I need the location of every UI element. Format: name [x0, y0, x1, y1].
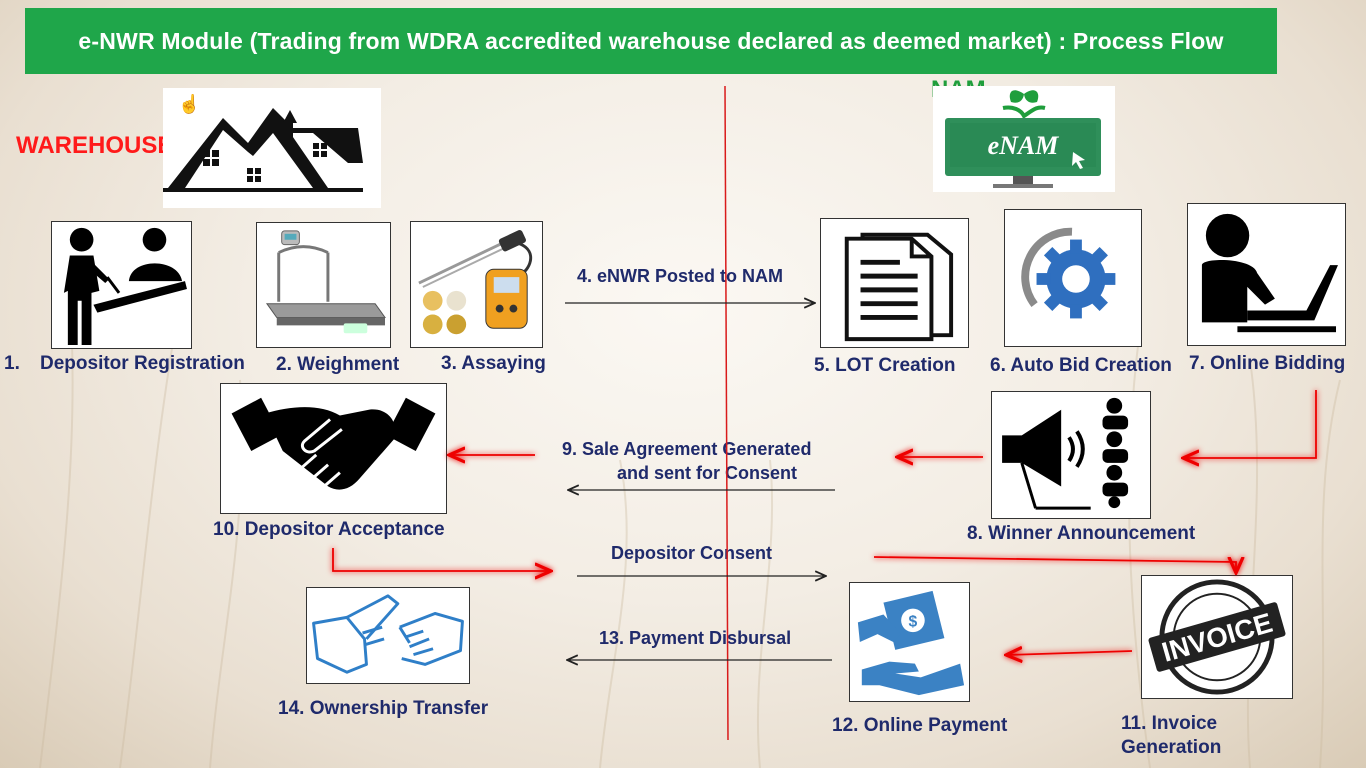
ownership-handover-icon — [306, 587, 470, 684]
step-6-label: 6. Auto Bid Creation — [990, 355, 1172, 376]
flow-4-label: 4. eNWR Posted to NAM — [577, 266, 784, 286]
step-10-label: 10. Depositor Acceptance — [213, 519, 445, 540]
megaphone-audience-icon — [991, 391, 1151, 519]
step-5-label: 5. LOT Creation — [814, 355, 956, 376]
step-1-number: 1. — [4, 353, 20, 374]
person-laptop-icon — [1187, 203, 1346, 346]
step-11-label-line2: Generation — [1121, 737, 1222, 758]
enam-monitor-icon: eNAM — [933, 86, 1115, 192]
enam-logo-text: eNAM — [988, 131, 1060, 160]
red-arrow-bidding-to-winner — [1183, 390, 1317, 458]
red-arrow-acceptance-to-consent — [332, 548, 551, 571]
flow-9-label-line2: and sent for Consent — [617, 463, 798, 483]
svg-text:$: $ — [909, 613, 918, 630]
page-title: e-NWR Module (Trading from WDRA accredit… — [25, 8, 1277, 74]
red-arrow-consent-to-invoice — [873, 556, 1236, 573]
invoice-stamp-text: INVOICE — [1158, 607, 1275, 668]
step-8-label: 8. Winner Announcement — [967, 523, 1196, 544]
step-12-label: 12. Online Payment — [832, 715, 1008, 736]
step-3-label: 3. Assaying — [441, 353, 546, 374]
step-7-label: 7. Online Bidding — [1189, 353, 1346, 374]
warehouse-house-icon — [163, 88, 381, 208]
flow-13-label: 13. Payment Disbursal — [599, 628, 792, 648]
registration-desk-icon — [51, 221, 192, 349]
invoice-stamp-icon: INVOICE — [1141, 575, 1293, 699]
handshake-icon — [220, 383, 447, 514]
warehouse-label: WAREHOUSE — [16, 132, 174, 159]
flow-9-label-line1: 9. Sale Agreement Generated — [562, 439, 812, 459]
payment-hands-icon: $ — [849, 582, 970, 702]
step-2-label: 2. Weighment — [276, 354, 400, 375]
gear-icon — [1004, 209, 1142, 347]
step-11-label-line1: 11. Invoice — [1121, 713, 1218, 734]
step-14-label: 14. Ownership Transfer — [278, 698, 489, 719]
document-stack-icon — [820, 218, 969, 348]
red-arrow-invoice-to-payment — [1006, 651, 1133, 655]
weighing-scale-icon — [256, 222, 391, 348]
moisture-meter-icon — [410, 221, 543, 348]
step-1-label: Depositor Registration — [40, 353, 245, 374]
hand-cursor-icon: ☝ — [178, 94, 201, 114]
flow-consent-label: Depositor Consent — [611, 543, 773, 563]
